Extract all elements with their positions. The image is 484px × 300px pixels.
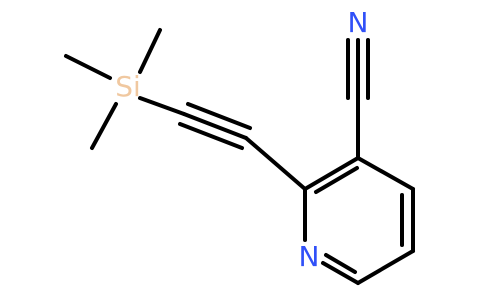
si-methyl-bond-bottom: [90, 102, 118, 150]
alkyne-triple-bond: [178, 102, 252, 150]
si-alkyne-bond: [138, 96, 186, 116]
bonds: [64, 28, 415, 285]
alkyne-ring-bond: [244, 136, 307, 191]
si-methyl-bond-left: [64, 54, 112, 80]
nitrile-triple-bond: [346, 38, 370, 100]
pyridine-ring: [303, 156, 415, 285]
si-methyl-bond-top: [138, 28, 162, 74]
atom-labels: N Si N: [115, 6, 368, 273]
silicon-label: Si: [115, 70, 141, 103]
nitrile-nitrogen-label: N: [348, 6, 369, 39]
pyridine-nitrogen-label: N: [299, 240, 320, 273]
